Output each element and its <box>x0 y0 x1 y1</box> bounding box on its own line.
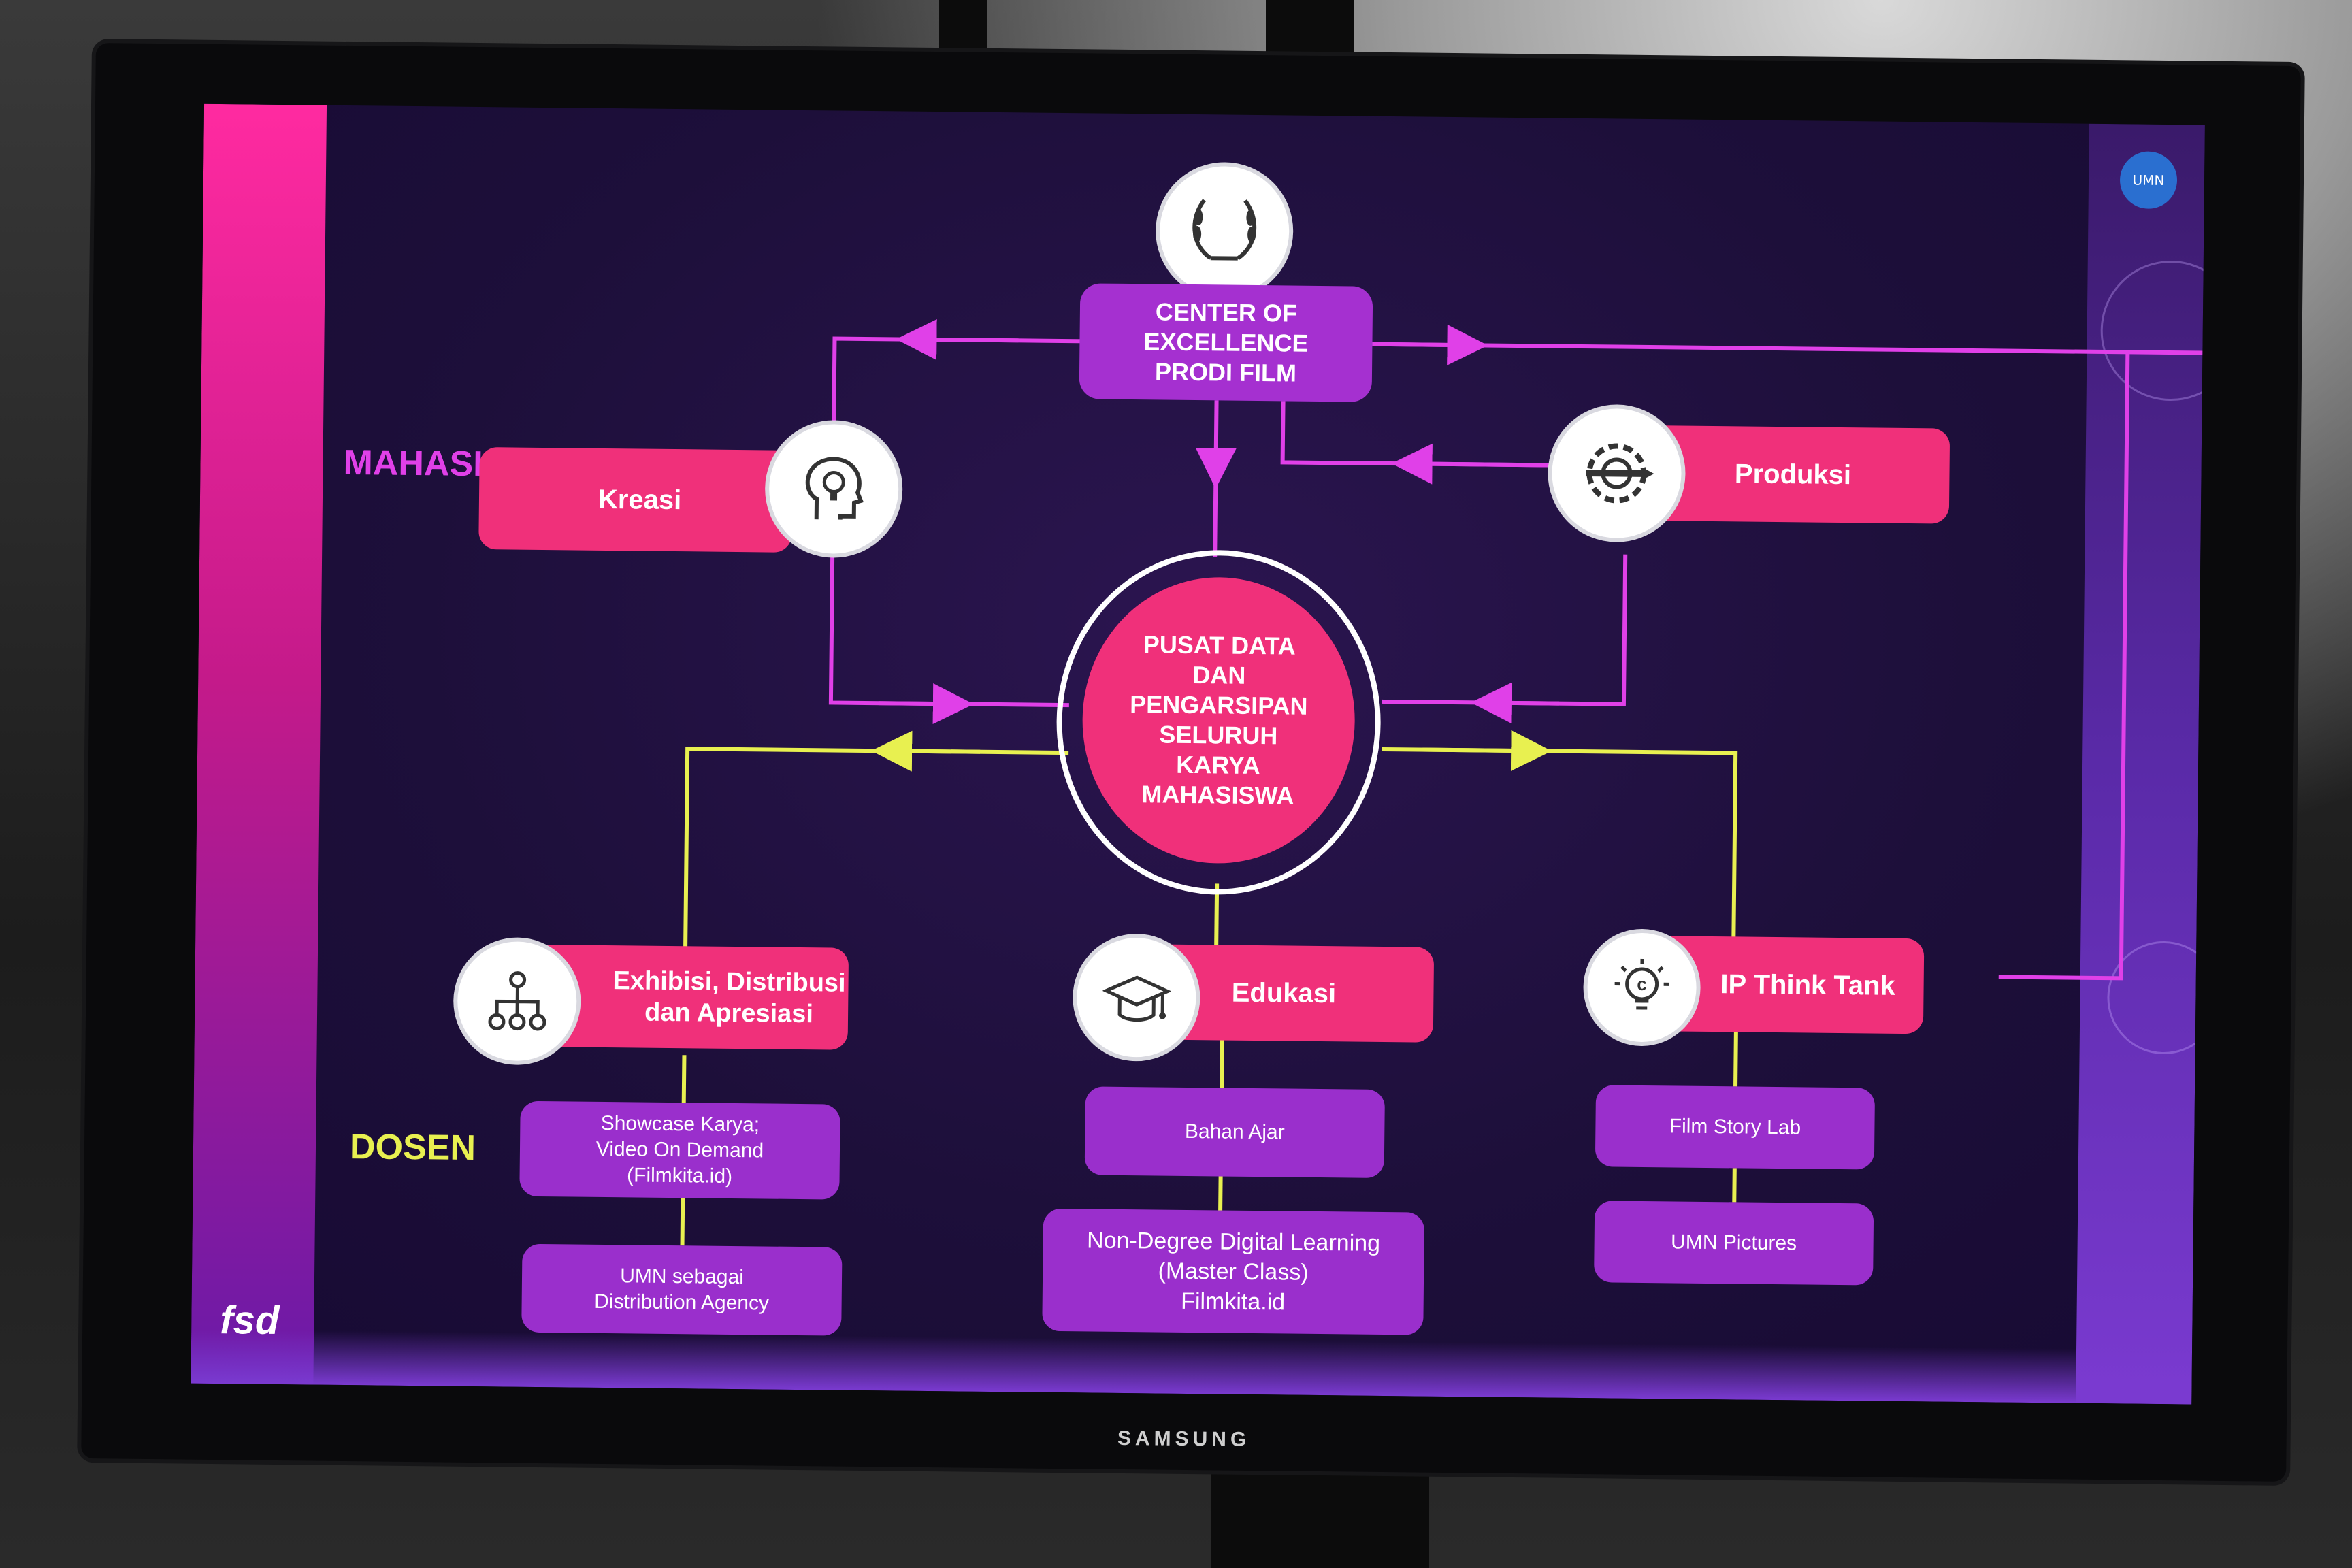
line-kreasi-to-hub <box>828 553 1069 708</box>
arrow-top-left <box>896 319 1019 361</box>
monitor-brand: SAMSUNG <box>1117 1426 1251 1451</box>
laurel-wreath-icon <box>1155 161 1294 301</box>
line-right-to-ip <box>1998 352 2130 981</box>
connector-lines <box>680 319 2205 1246</box>
edukasi-item-non-degree: Non-Degree Digital Learning (Master Clas… <box>1042 1208 1425 1335</box>
line-ip-items-2 <box>1732 1168 1737 1203</box>
svg-text:c: c <box>1637 974 1647 994</box>
arrow-hub-to-ip <box>1422 730 1552 771</box>
arrow-top-right <box>1372 324 1488 365</box>
ip-item-film-story-lab: Film Story Lab <box>1595 1085 1876 1170</box>
graduation-cap-icon <box>1072 933 1201 1062</box>
ip-item-umn-pictures: UMN Pictures <box>1594 1200 1874 1286</box>
exhibisi-item-showcase: Showcase Karya; Video On Demand (Filmkit… <box>519 1100 840 1200</box>
line-top-right <box>1372 342 2205 355</box>
hierarchy-icon <box>453 936 582 1066</box>
monitor: SAMSUNG fsd UMN <box>81 43 2301 1482</box>
line-exhibisi-items <box>681 1055 687 1103</box>
line-hub-to-edukasi <box>1214 883 1220 945</box>
arrow-top-to-hub <box>1195 400 1237 489</box>
line-ip-items <box>1733 1032 1738 1087</box>
center-of-excellence-node: CENTER OF EXCELLENCE PRODI FILM <box>1079 283 1373 402</box>
arrow-kreasi-to-hub <box>878 683 974 725</box>
line-hub-to-ip <box>1382 747 1738 951</box>
exhibisi-item-distribution: UMN sebagai Distribution Agency <box>521 1243 843 1336</box>
arrow-produksi-to-hub <box>1470 682 1559 723</box>
head-lightbulb-icon <box>764 419 904 559</box>
idea-bulb-icon: c <box>1582 928 1701 1047</box>
edukasi-item-bahan-ajar: Bahan Ajar <box>1084 1086 1385 1179</box>
line-produksi-to-hub <box>1382 554 1628 706</box>
monitor-stand <box>1211 1456 1429 1568</box>
kreasi-node: Kreasi <box>478 447 793 553</box>
line-edukasi-items-2 <box>1218 1176 1223 1211</box>
slide-screen: fsd UMN <box>191 103 2205 1405</box>
gear-pencil-icon <box>1547 404 1686 543</box>
label-dosen: DOSEN <box>349 1127 476 1169</box>
